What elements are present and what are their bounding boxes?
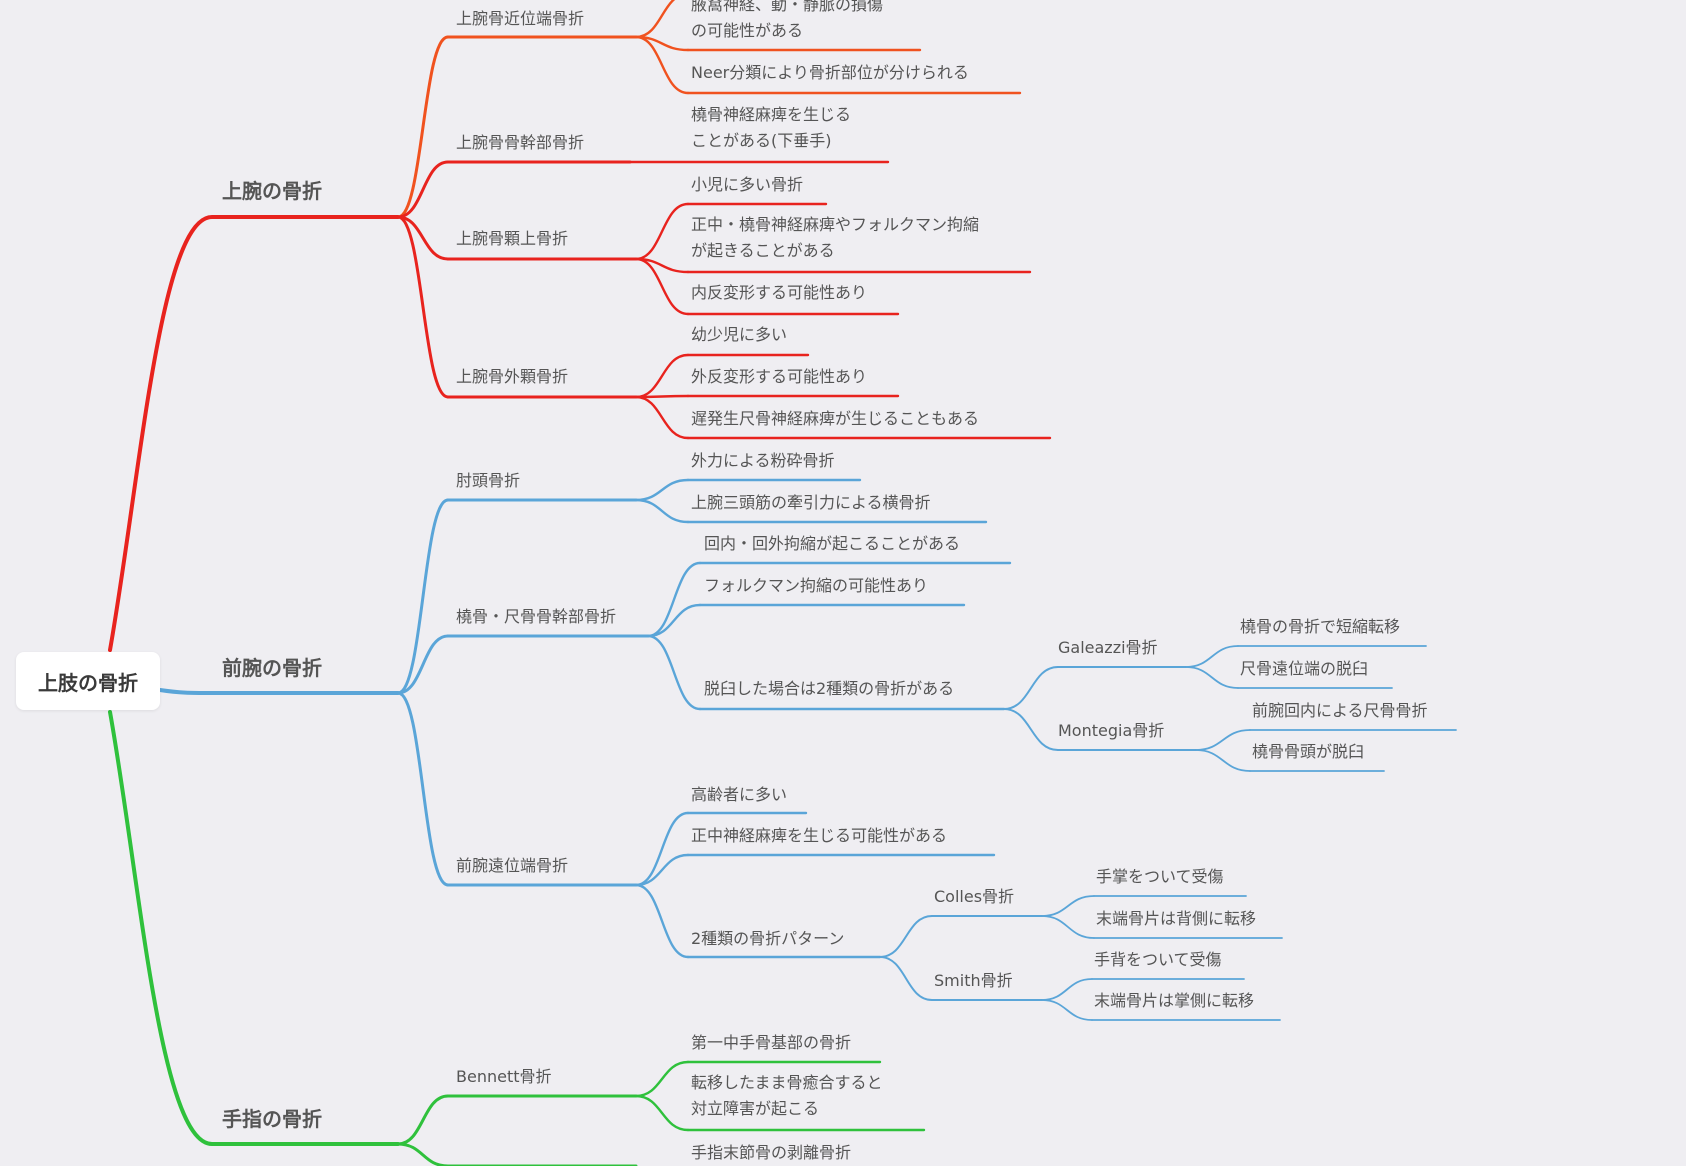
leaf-galeazzi-2[interactable]: 尺骨遠位端の脱臼 bbox=[1240, 659, 1369, 678]
edge-lateral bbox=[396, 215, 450, 399]
edge-galeazzi bbox=[1003, 666, 1059, 710]
node-colles[interactable]: Colles骨折 bbox=[934, 887, 1015, 906]
leaf-ulnar-palsy[interactable]: 遅発生尺骨神経麻痺が生じることもある bbox=[691, 409, 980, 428]
leaf-two-patterns[interactable]: 2種類の骨折パターン bbox=[691, 929, 845, 948]
edge-smith-2 bbox=[1041, 999, 1093, 1021]
edge-varus bbox=[634, 257, 690, 316]
leaf-smith-1[interactable]: 手背をついて受傷 bbox=[1094, 950, 1222, 969]
edge-supracondylar bbox=[396, 215, 450, 261]
edge-root-finger bbox=[108, 710, 400, 1146]
leaf-valgus[interactable]: 外反変形する可能性あり bbox=[691, 367, 868, 386]
edge-bennett bbox=[396, 1094, 450, 1146]
edge-opposition bbox=[634, 1094, 690, 1132]
edge-elderly bbox=[634, 811, 690, 887]
leaf-child-fracture[interactable]: 小児に多い骨折 bbox=[691, 175, 804, 194]
edge-metacarpal bbox=[634, 1060, 690, 1098]
leaf-montegia-2[interactable]: 橈骨骨頭が脱臼 bbox=[1252, 742, 1365, 761]
leaf-avulsion[interactable]: 手指末節骨の剥離骨折 bbox=[691, 1143, 852, 1162]
node-galeazzi[interactable]: Galeazzi骨折 bbox=[1058, 638, 1158, 657]
edge-galeazzi-1 bbox=[1185, 645, 1239, 668]
leaf-dislocation[interactable]: 脱臼した場合は2種類の骨折がある bbox=[704, 679, 955, 698]
node-bennett[interactable]: Bennett骨折 bbox=[456, 1067, 552, 1086]
leaf-galeazzi-1[interactable]: 橈骨の骨折で短縮転移 bbox=[1240, 617, 1401, 636]
edge-axillary bbox=[634, 0, 676, 39]
leaf-colles-1[interactable]: 手掌をついて受傷 bbox=[1096, 867, 1224, 886]
node-proximal-humerus[interactable]: 上腕骨近位端骨折 bbox=[456, 9, 585, 28]
leaf-elderly[interactable]: 高齢者に多い bbox=[691, 785, 788, 804]
leaf-colles-2[interactable]: 末端骨片は背側に転移 bbox=[1096, 909, 1257, 928]
node-upper-arm[interactable]: 上腕の骨折 bbox=[222, 179, 322, 203]
edge-volkmann-f bbox=[646, 603, 702, 638]
edge-median bbox=[634, 853, 690, 887]
leaf-infant[interactable]: 幼少児に多い bbox=[691, 325, 788, 344]
edge-smith bbox=[879, 956, 933, 1001]
edge-ulnar bbox=[634, 395, 690, 440]
edge-dislocation bbox=[646, 634, 702, 711]
leaf-comminuted[interactable]: 外力による粉砕骨折 bbox=[691, 451, 835, 470]
edge-montegia bbox=[1003, 708, 1059, 751]
node-supracondylar[interactable]: 上腕骨顆上骨折 bbox=[456, 229, 569, 248]
edge-galeazzi-2 bbox=[1185, 666, 1239, 689]
node-smith[interactable]: Smith骨折 bbox=[934, 971, 1013, 990]
node-forearm-shaft[interactable]: 橈骨・尺骨骨幹部骨折 bbox=[456, 607, 617, 626]
leaf-volkmann[interactable]: 正中・橈骨神経麻痺やフォルクマン拘縮 が起きることがある bbox=[691, 215, 980, 260]
node-distal-forearm[interactable]: 前腕遠位端骨折 bbox=[456, 856, 569, 875]
edge-olecranon bbox=[396, 498, 450, 695]
edge-root-forearm bbox=[158, 688, 400, 695]
edge-colles-1 bbox=[1041, 895, 1095, 917]
edge-next bbox=[396, 1142, 450, 1166]
leaf-volkmann-forearm[interactable]: フォルクマン拘縮の可能性あり bbox=[704, 576, 929, 595]
leaf-median-palsy[interactable]: 正中神経麻痺を生じる可能性がある bbox=[691, 826, 948, 845]
node-lateral-condyle[interactable]: 上腕骨外顆骨折 bbox=[456, 367, 569, 386]
edge-montegia-2 bbox=[1195, 749, 1251, 772]
edge-colles bbox=[879, 915, 933, 958]
node-olecranon[interactable]: 肘頭骨折 bbox=[456, 471, 521, 490]
edge-forearm-shaft bbox=[396, 634, 450, 695]
node-forearm[interactable]: 前腕の骨折 bbox=[222, 656, 322, 680]
edge-patterns bbox=[634, 883, 690, 959]
leaf-neer[interactable]: Neer分類により骨折部位が分けられる bbox=[691, 63, 969, 82]
edge-transverse bbox=[634, 498, 690, 524]
edge-smith-1 bbox=[1041, 978, 1093, 1001]
leaf-varus[interactable]: 内反変形する可能性あり bbox=[691, 283, 868, 302]
edge-montegia-1 bbox=[1195, 729, 1251, 751]
leaf-axillary-nerve[interactable]: 腋窩神経、動・静脈の損傷 の可能性がある bbox=[691, 0, 884, 40]
node-humeral-shaft[interactable]: 上腕骨骨幹部骨折 bbox=[456, 133, 585, 152]
edge-valgus bbox=[634, 394, 690, 399]
edge-rotation bbox=[646, 561, 702, 638]
edge-proximal bbox=[396, 35, 450, 219]
edge-infant bbox=[634, 353, 690, 399]
edge-comminuted bbox=[634, 478, 690, 502]
root-node[interactable]: 上肢の骨折 bbox=[16, 652, 160, 710]
leaf-radial-nerve[interactable]: 橈骨神経麻痺を生じる ことがある(下垂手) bbox=[691, 105, 852, 150]
edge-child bbox=[634, 202, 690, 261]
leaf-montegia-1[interactable]: 前腕回内による尺骨骨折 bbox=[1252, 701, 1428, 720]
leaf-smith-2[interactable]: 末端骨片は掌側に転移 bbox=[1094, 991, 1255, 1010]
edge-shaft bbox=[396, 160, 450, 219]
leaf-rotation-contracture[interactable]: 回内・回外拘縮が起こることがある bbox=[704, 534, 961, 553]
edge-distal bbox=[396, 691, 450, 887]
node-finger[interactable]: 手指の骨折 bbox=[222, 1107, 322, 1131]
edge-colles-2 bbox=[1041, 915, 1095, 939]
leaf-opposition[interactable]: 転移したまま骨癒合すると 対立障害が起こる bbox=[691, 1073, 883, 1118]
leaf-transverse[interactable]: 上腕三頭筋の牽引力による横骨折 bbox=[691, 493, 931, 512]
node-montegia[interactable]: Montegia骨折 bbox=[1058, 721, 1165, 740]
edge-root-upper-arm bbox=[108, 215, 400, 652]
edge-neer bbox=[634, 35, 690, 95]
leaf-first-metacarpal[interactable]: 第一中手骨基部の骨折 bbox=[691, 1033, 852, 1052]
